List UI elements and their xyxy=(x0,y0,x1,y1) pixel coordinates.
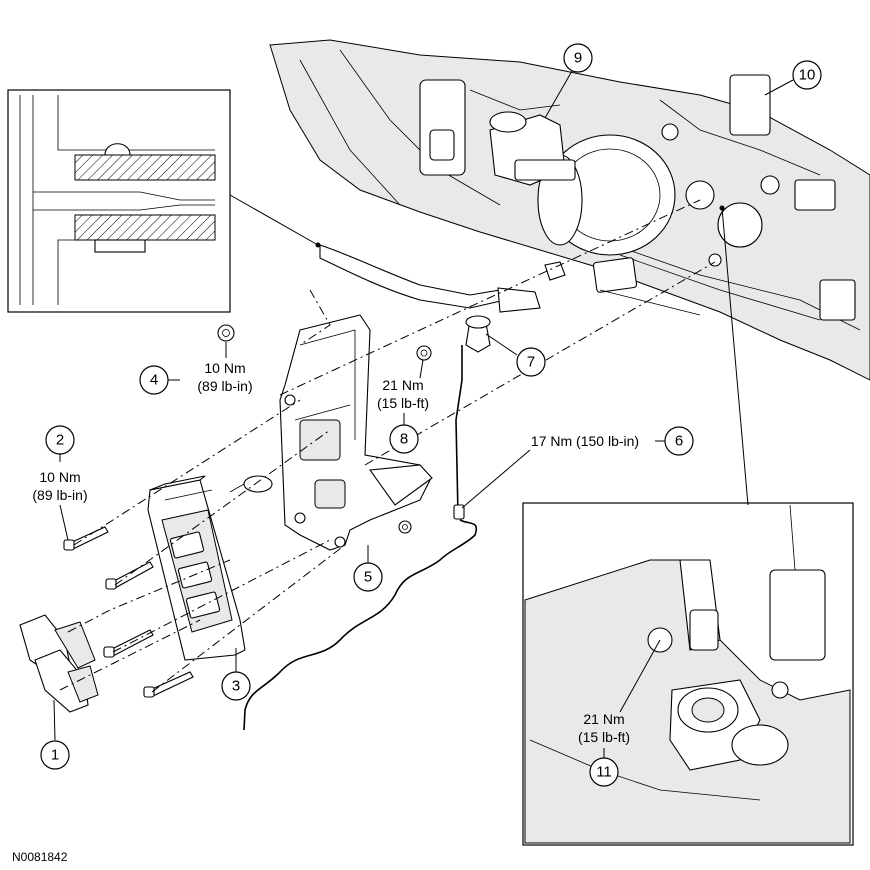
callout-6 xyxy=(664,426,694,456)
callout-8-number: 8 xyxy=(400,431,408,448)
bracket-nuts xyxy=(217,324,432,534)
callout-7 xyxy=(516,347,546,377)
pcm-mounting-bracket xyxy=(279,314,433,551)
callout-4-torque-metric: 10 Nm xyxy=(204,360,245,376)
powertrain-control-module xyxy=(147,475,246,661)
callout-4-number: 4 xyxy=(150,372,158,389)
callout-10-number: 10 xyxy=(799,67,816,84)
vacuum-hose xyxy=(319,244,566,353)
callout-8-torque-imperial: (15 lb-ft) xyxy=(377,395,429,411)
callout-10 xyxy=(792,60,822,90)
master-cylinder-reservoir xyxy=(489,111,576,186)
brake-line xyxy=(243,345,478,731)
callout-11-torque-metric: 21 Nm xyxy=(583,711,624,727)
callout-2-number: 2 xyxy=(56,432,64,449)
callout-5 xyxy=(353,562,383,592)
callout-3-number: 3 xyxy=(232,678,240,695)
callout-1 xyxy=(40,740,70,770)
callout-1-number: 1 xyxy=(51,747,59,764)
callout-7-number: 7 xyxy=(527,354,535,371)
callout-8 xyxy=(389,424,419,454)
callout-6-torque: 17 Nm (150 lb-in) xyxy=(531,433,639,449)
hose-connection-detail-inset xyxy=(7,89,231,313)
callout-2-torque-imperial: (89 lb-in) xyxy=(32,487,87,503)
callout-11-number: 11 xyxy=(596,764,612,781)
pcm-electrical-connectors xyxy=(19,614,99,713)
harness-clip xyxy=(229,475,273,493)
callout-2-torque-metric: 10 Nm xyxy=(39,469,80,485)
alignment-lines xyxy=(59,199,716,693)
callout-5-number: 5 xyxy=(364,569,372,586)
callout-9-number: 9 xyxy=(574,50,582,67)
callout-9 xyxy=(563,43,593,73)
brake-pedal-detail-inset xyxy=(522,502,854,846)
callout-6-number: 6 xyxy=(675,433,683,450)
figure-id: N0081842 xyxy=(12,850,68,864)
callout-11-torque-imperial: (15 lb-ft) xyxy=(578,729,630,745)
callout-4-torque-imperial: (89 lb-in) xyxy=(197,378,252,394)
callout-3 xyxy=(221,671,251,701)
callout-11 xyxy=(589,757,619,787)
connector-module xyxy=(592,257,701,316)
callout-8-torque-metric: 21 Nm xyxy=(382,377,423,393)
